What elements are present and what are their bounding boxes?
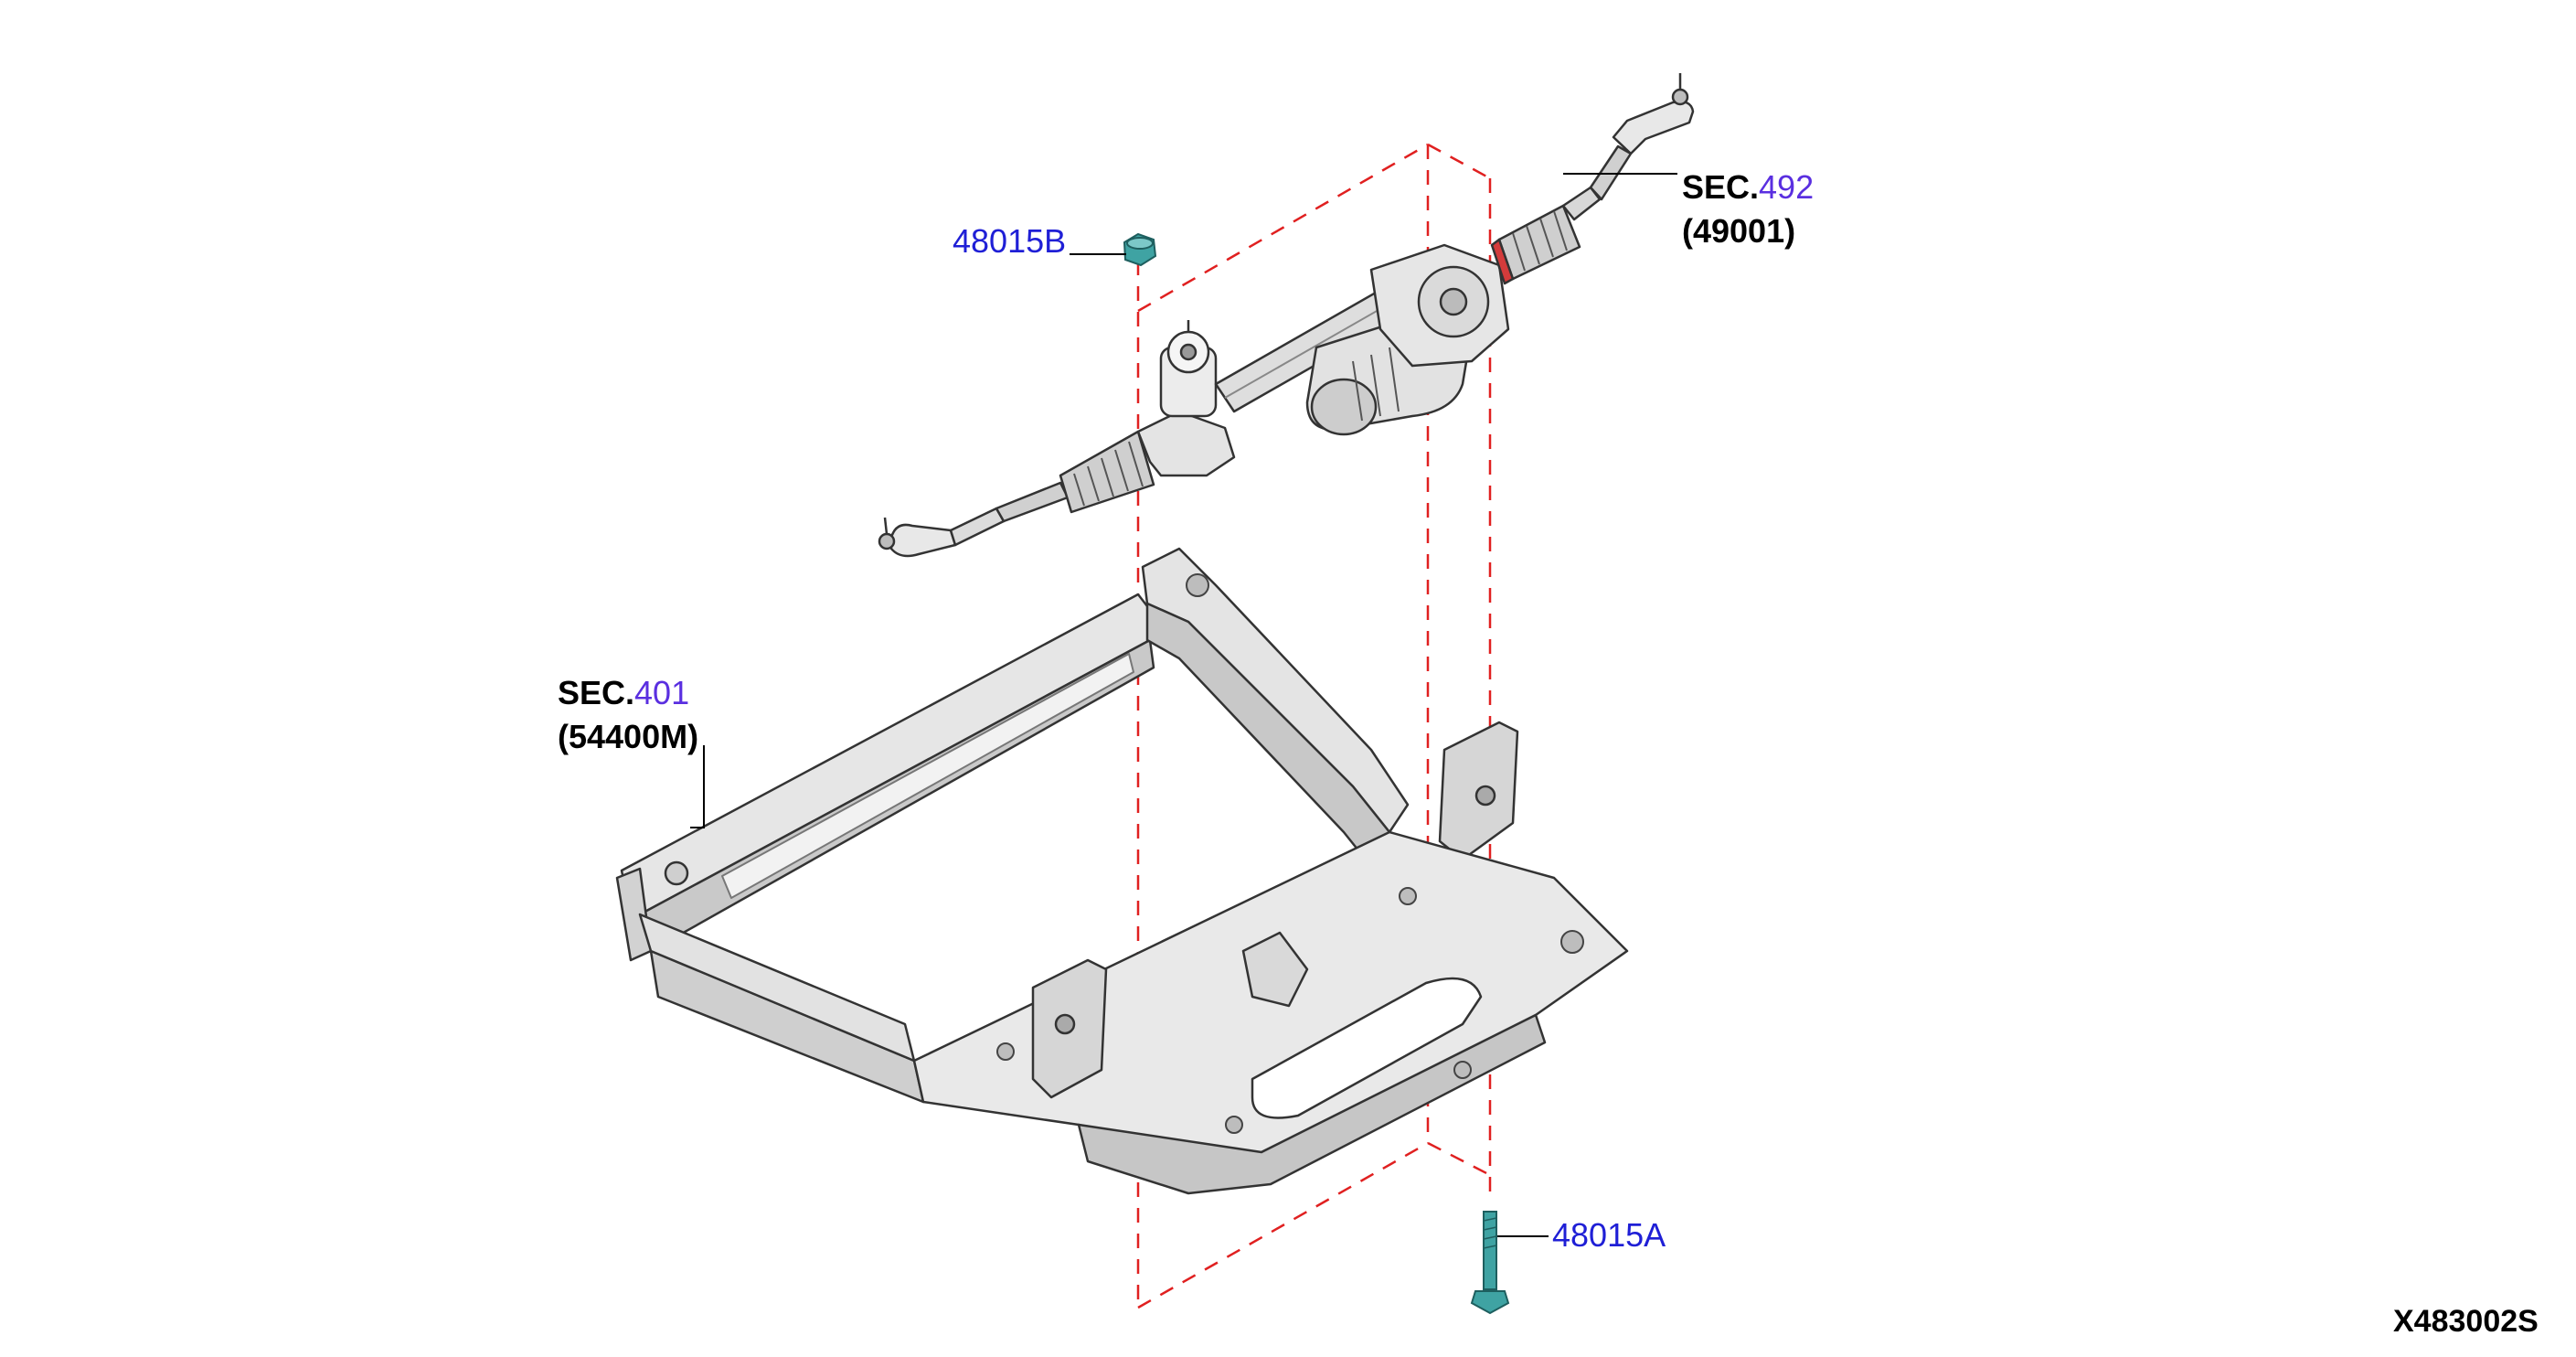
subframe-illustration	[615, 547, 1629, 1195]
steering-gear-illustration	[878, 73, 1695, 558]
part-label-48015a[interactable]: 48015A	[1552, 1216, 1666, 1254]
sec-492-prefix: SEC.	[1682, 168, 1760, 206]
bolt-48015a-icon[interactable]	[1470, 1211, 1510, 1315]
leader-lines	[690, 173, 1677, 1237]
sec-492-code: (49001)	[1682, 212, 1796, 250]
sec-492-link[interactable]: 492	[1759, 168, 1815, 206]
sec-401-label: SEC.401	[558, 674, 689, 712]
sec-401-code: (54400M)	[558, 718, 699, 755]
sec-401-link[interactable]: 401	[634, 674, 690, 711]
nut-48015b-icon[interactable]	[1123, 232, 1157, 267]
figure-id: X483002S	[2393, 1304, 2539, 1339]
sec-492-label: SEC.492	[1682, 168, 1814, 207]
part-label-48015b[interactable]: 48015B	[953, 222, 1067, 260]
sec-401-prefix: SEC.	[558, 674, 635, 711]
